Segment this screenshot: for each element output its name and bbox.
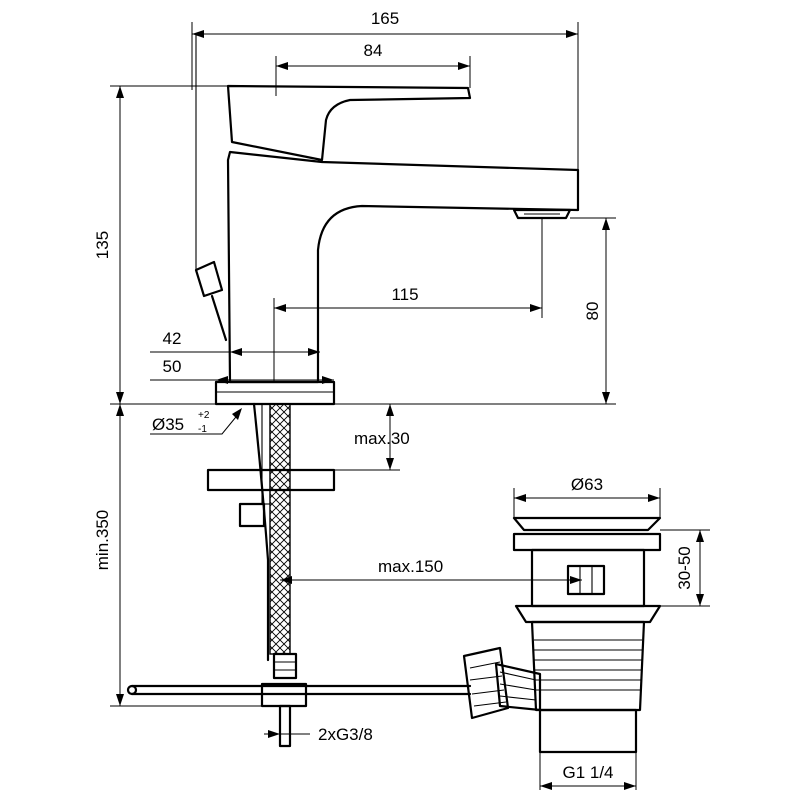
dim-30-50: 30-50 bbox=[675, 546, 694, 589]
dim-hole-diameter: Ø35 bbox=[152, 415, 184, 434]
dim-84: 84 bbox=[364, 41, 383, 60]
waste-valve bbox=[462, 516, 662, 754]
dim-165: 165 bbox=[371, 9, 399, 28]
dim-waste-thread: G1 1/4 bbox=[562, 763, 613, 782]
dimension-lines bbox=[110, 22, 710, 790]
dim-connection: 2xG3/8 bbox=[318, 725, 373, 744]
dimension-labels: 165 84 135 80 115 42 50 Ø35 +2 -1 max.30… bbox=[93, 9, 694, 782]
dim-115: 115 bbox=[391, 285, 418, 304]
dim-50: 50 bbox=[163, 357, 182, 376]
dim-135: 135 bbox=[93, 231, 112, 259]
dim-hole-tol-plus: +2 bbox=[198, 410, 210, 421]
dim-max-150: max.150 bbox=[378, 557, 443, 576]
dim-min-350: min.350 bbox=[93, 510, 112, 570]
dim-max-30: max.30 bbox=[354, 429, 410, 448]
pull-rod bbox=[126, 684, 472, 696]
faucet-body bbox=[194, 34, 580, 406]
dim-42: 42 bbox=[163, 329, 182, 348]
dim-hole-tol-minus: -1 bbox=[198, 424, 207, 435]
dim-waste-diameter: Ø63 bbox=[571, 475, 603, 494]
dim-80: 80 bbox=[583, 302, 602, 321]
